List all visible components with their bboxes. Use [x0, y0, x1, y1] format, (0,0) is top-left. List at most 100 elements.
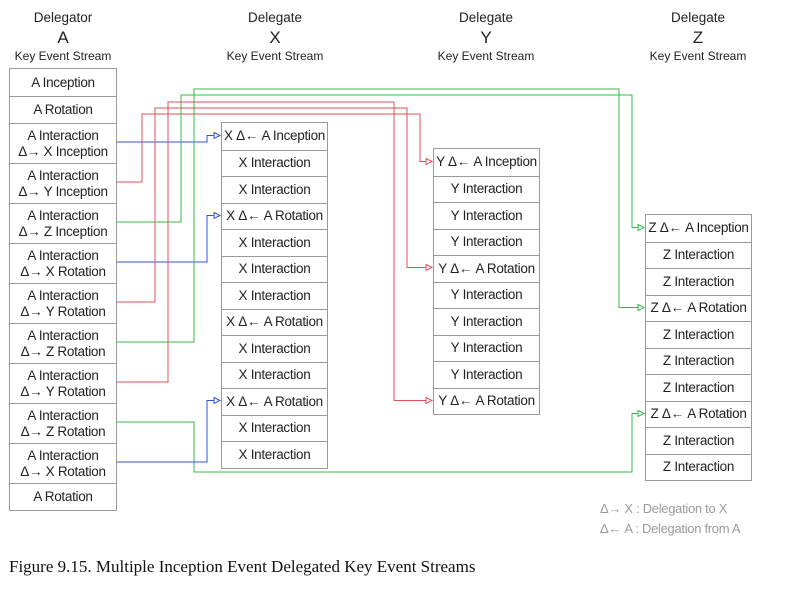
event-y-9: Y Interaction	[434, 361, 539, 388]
stream-y-column: Y Δ← A Inception Y Interaction Y Interac…	[433, 148, 540, 415]
header-z-role: Delegate	[670, 10, 726, 25]
event-label: A Interaction	[27, 447, 99, 463]
event-z-10: Z Interaction	[646, 453, 751, 481]
connector-x-0	[117, 135, 214, 143]
header-z-stream: Key Event Stream	[649, 49, 747, 63]
connector-y-9	[117, 101, 426, 401]
connector-z-0	[117, 94, 638, 228]
event-z-8: Z Δ← A Rotation	[646, 400, 751, 428]
event-x-7: X Interaction	[222, 282, 327, 309]
connector-x-3	[117, 215, 214, 263]
event-seal: Δ→ Z Rotation	[20, 423, 106, 439]
event-y-7: Y Interaction	[434, 308, 539, 335]
event-label: A Interaction	[27, 287, 99, 303]
event-x-6: X Interaction	[222, 255, 327, 283]
event-label: A Interaction	[27, 247, 99, 263]
event-label: A Interaction	[27, 167, 99, 183]
connector-z-3	[117, 88, 638, 343]
event-seal: Δ→ Y Rotation	[20, 383, 106, 399]
connector-x-10	[117, 400, 214, 463]
legend-delegation-from: Δ← A : Delegation from A	[600, 521, 741, 536]
event-seal: Δ→ Y Rotation	[20, 303, 106, 319]
event-x-3: X Interaction	[222, 176, 327, 203]
header-y-letter: Y	[480, 28, 492, 47]
header-a: Delegator A Key Event Stream	[8, 9, 118, 64]
event-label: A Rotation	[33, 102, 93, 117]
connector-arrowhead	[213, 396, 222, 405]
header-a-stream: Key Event Stream	[14, 49, 112, 63]
event-x-4: X Δ← A Rotation	[222, 202, 327, 230]
event-seal: Δ→ X Rotation	[20, 263, 106, 279]
event-seal: Δ→ X Inception	[18, 143, 108, 159]
legend-delegation-to: Δ→ X : Delegation to X	[600, 501, 728, 516]
connector-arrowhead	[425, 157, 434, 166]
connector-arrowhead	[425, 263, 434, 272]
event-a-2: A Rotation	[10, 96, 116, 123]
event-label: A Inception	[31, 74, 95, 90]
stream-x-column: X Δ← A Inception X Interaction X Interac…	[221, 122, 328, 469]
event-z-2: Z Interaction	[646, 241, 751, 269]
connector-arrowhead	[637, 303, 646, 312]
event-x-13: X Interaction	[222, 441, 327, 468]
stream-z-column: Z Δ← A Inception Z Interaction Z Interac…	[645, 214, 752, 481]
event-z-5: Z Interaction	[646, 321, 751, 348]
event-label: A Interaction	[27, 127, 99, 143]
event-z-4: Z Δ← A Rotation	[646, 294, 751, 322]
event-y-1: Y Δ← A Inception	[436, 154, 537, 170]
event-y-10: Y Δ← A Rotation	[434, 387, 539, 415]
header-y: Delegate Y Key Event Stream	[431, 9, 541, 64]
event-label: A Interaction	[27, 407, 99, 423]
header-a-role: Delegator	[33, 10, 93, 25]
connector-arrowhead	[637, 223, 646, 232]
connector-y-0	[117, 113, 426, 183]
event-z-1: Z Δ← A Inception	[648, 220, 749, 236]
event-x-9: X Interaction	[222, 335, 327, 362]
event-x-11: X Δ← A Rotation	[222, 388, 327, 415]
connector-arrowhead	[425, 396, 434, 405]
header-x-stream: Key Event Stream	[226, 49, 324, 63]
event-z-6: Z Interaction	[646, 347, 751, 375]
event-x-10: X Interaction	[222, 361, 327, 389]
event-label: A Rotation	[33, 489, 93, 504]
event-seal: Δ→ X Rotation	[20, 463, 106, 479]
header-y-stream: Key Event Stream	[437, 49, 535, 63]
event-y-5: Y Δ← A Rotation	[434, 255, 539, 282]
header-z: Delegate Z Key Event Stream	[643, 9, 753, 64]
event-seal: Δ→ Y Inception	[18, 183, 108, 199]
event-y-4: Y Interaction	[434, 228, 539, 256]
event-x-2: X Interaction	[222, 149, 327, 177]
event-x-8: X Δ← A Rotation	[222, 308, 327, 336]
event-label: A Interaction	[27, 207, 99, 223]
event-label: A Interaction	[27, 327, 99, 343]
header-x-letter: X	[269, 28, 281, 47]
event-seal: Δ→ Z Inception	[18, 223, 108, 239]
event-a-1: A Inception	[10, 69, 116, 96]
connector-arrowhead	[637, 409, 646, 418]
event-a-12: A Rotation	[10, 483, 116, 510]
event-x-1: X Δ← A Inception	[223, 128, 326, 144]
header-x: Delegate X Key Event Stream	[220, 9, 330, 64]
event-x-12: X Interaction	[222, 414, 327, 442]
event-y-3: Y Interaction	[434, 202, 539, 229]
event-z-9: Z Interaction	[646, 427, 751, 454]
header-x-role: Delegate	[247, 10, 303, 25]
connector-arrowhead	[213, 131, 222, 140]
event-z-7: Z Interaction	[646, 374, 751, 401]
connector-y-4	[117, 107, 426, 303]
event-seal: Δ→ Z Rotation	[20, 343, 106, 359]
event-x-5: X Interaction	[222, 229, 327, 256]
header-y-role: Delegate	[458, 10, 514, 25]
event-label: A Interaction	[27, 367, 99, 383]
event-y-2: Y Interaction	[434, 175, 539, 203]
